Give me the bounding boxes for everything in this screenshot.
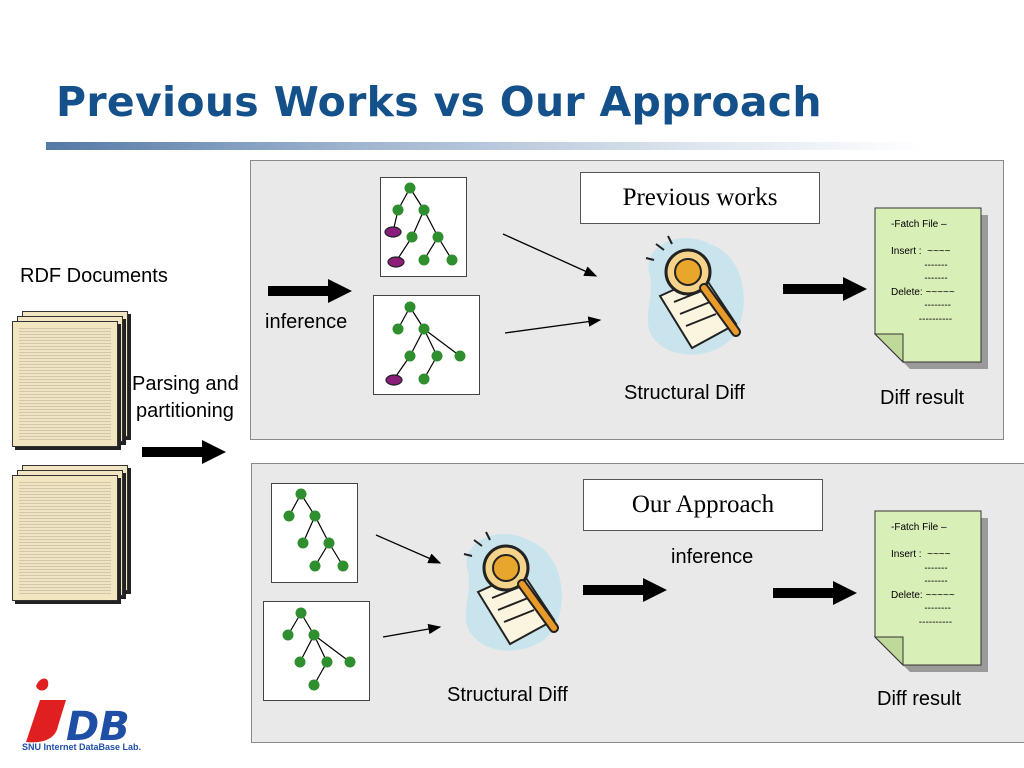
thin-arrow [502, 233, 598, 277]
thick-arrow [268, 279, 352, 303]
tree-node [432, 231, 444, 243]
tree-previous-2 [385, 301, 466, 386]
previous-works-header: Previous works [580, 172, 820, 224]
tree-node [282, 629, 294, 641]
svg-text:DB: DB [66, 704, 130, 750]
tree-node [294, 656, 306, 668]
diff-result-label-approach: Diff result [877, 688, 962, 710]
tree-node [295, 607, 307, 619]
structural-diff-label-approach: Structural Diff [447, 684, 568, 706]
tree-node [404, 182, 416, 194]
tree-node [392, 204, 404, 216]
tree-node [321, 656, 333, 668]
page-title: Previous Works vs Our Approach [56, 78, 822, 126]
tree-previous-1 [384, 182, 458, 268]
thick-arrow [142, 440, 226, 464]
rdf-documents-label: RDF Documents [20, 265, 168, 287]
title-underline [46, 142, 926, 150]
tree-node [418, 323, 430, 335]
document-page [12, 475, 118, 601]
tree-node [431, 350, 443, 362]
inference-label-previous: inference [265, 311, 348, 333]
thick-arrow [783, 277, 867, 301]
tree-node [404, 301, 416, 313]
tree-node [418, 204, 430, 216]
magnifier-document-icon [463, 531, 562, 651]
tree-node [295, 488, 307, 500]
tree-node [308, 679, 320, 691]
idb-logo-icon: DB [26, 678, 130, 750]
tree-node [392, 323, 404, 335]
our-approach-header: Our Approach [583, 479, 823, 531]
inferred-node [384, 226, 402, 238]
document-page [12, 321, 118, 447]
thin-arrow [504, 316, 602, 334]
tree-node [309, 560, 321, 572]
diff-result-note-previous [873, 207, 988, 369]
inference-label-approach: inference [671, 546, 754, 568]
logo-caption: SNU Internet DataBase Lab. [22, 742, 142, 752]
tree-node [309, 510, 321, 522]
parsing-label-line1: Parsing and [132, 373, 239, 395]
tree-node [418, 254, 430, 266]
tree-node [404, 350, 416, 362]
diff-result-note-text-approach: -Fatch File – Insert : ~~~~ ------- ----… [891, 522, 955, 628]
thin-arrow [375, 534, 442, 564]
thick-arrow [773, 581, 857, 605]
tree-node [323, 537, 335, 549]
magnifier-document-icon [645, 235, 744, 355]
structural-diff-label-previous: Structural Diff [624, 382, 745, 404]
diff-result-note-text-previous: -Fatch File – Insert : ~~~~ ------- ----… [891, 219, 955, 325]
tree-node [418, 373, 430, 385]
thick-arrows [142, 277, 867, 605]
tree-node [297, 537, 309, 549]
inferred-node [385, 374, 403, 386]
parsing-label-line2: partitioning [136, 400, 234, 422]
tree-approach-2 [282, 607, 356, 691]
tree-node [308, 629, 320, 641]
tree-node [283, 510, 295, 522]
tree-approach-1 [283, 488, 349, 572]
tree-node [406, 231, 418, 243]
thin-arrow [382, 623, 442, 638]
diff-result-label-previous: Diff result [880, 387, 965, 409]
tree-node [446, 254, 458, 266]
tree-node [454, 350, 466, 362]
tree-node [337, 560, 349, 572]
tree-node [344, 656, 356, 668]
thick-arrow [583, 578, 667, 602]
inferred-node [387, 256, 405, 268]
diff-result-note-approach [873, 510, 988, 672]
